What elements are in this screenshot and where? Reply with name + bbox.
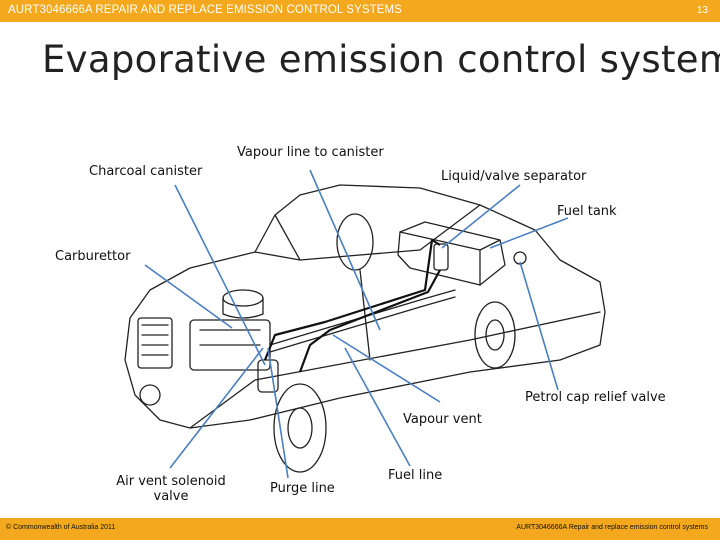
car-body-outline [124, 184, 606, 429]
label-charcoal-canister: Charcoal canister [89, 164, 203, 179]
pointer-charcoal [174, 184, 266, 366]
label-air-vent-solenoid: Air vent solenoid valve [116, 474, 226, 504]
front-wheel [273, 383, 327, 473]
separator-shape [433, 243, 449, 271]
roof-line [274, 204, 481, 261]
label-liquid-valve-separator: Liquid/valve separator [441, 169, 587, 184]
slide-number: 13 [696, 5, 708, 16]
fuel-tank-shape [397, 221, 506, 286]
pointer-vapour-vent [332, 334, 441, 403]
copyright-text: © Commonwealth of Australia 2011 [6, 524, 116, 531]
driveshaft [269, 289, 456, 346]
footer-course-text: AURT3046666A Repair and replace emission… [516, 524, 708, 531]
slide-title: Evaporative emission control system [42, 38, 720, 81]
label-purge-line: Purge line [270, 481, 335, 496]
canister-shape [257, 359, 279, 393]
label-fuel-line: Fuel line [388, 468, 443, 483]
label-vapour-vent: Vapour vent [403, 412, 482, 427]
pointer-fuel-line [344, 347, 411, 467]
footer-bar: © Commonwealth of Australia 2011 AURT304… [0, 518, 720, 540]
label-petrol-cap: Petrol cap relief valve [525, 390, 666, 405]
vapour-line-path [263, 238, 441, 361]
label-vapour-line: Vapour line to canister [237, 145, 384, 160]
pointer-fuel-tank [489, 217, 569, 249]
pointer-carburettor [144, 264, 233, 329]
pointer-purge [267, 347, 289, 479]
windshield-line [254, 251, 301, 261]
door-line [359, 269, 371, 361]
pointer-petrol-cap [519, 261, 559, 391]
course-title: AURT3046666A REPAIR AND REPLACE EMISSION… [8, 4, 402, 16]
label-fuel-tank: Fuel tank [557, 204, 617, 219]
header-bar: AURT3046666A REPAIR AND REPLACE EMISSION… [0, 0, 720, 22]
headlight [139, 384, 161, 406]
pointer-air-vent [169, 347, 264, 469]
rear-wheel [474, 301, 516, 369]
side-line [189, 311, 601, 429]
grille [137, 317, 173, 369]
pointer-separator [441, 184, 521, 249]
fuel-line-path [298, 269, 441, 373]
pointer-vapour [309, 169, 381, 331]
spare-wheel [336, 213, 374, 271]
label-carburettor: Carburettor [55, 249, 131, 264]
